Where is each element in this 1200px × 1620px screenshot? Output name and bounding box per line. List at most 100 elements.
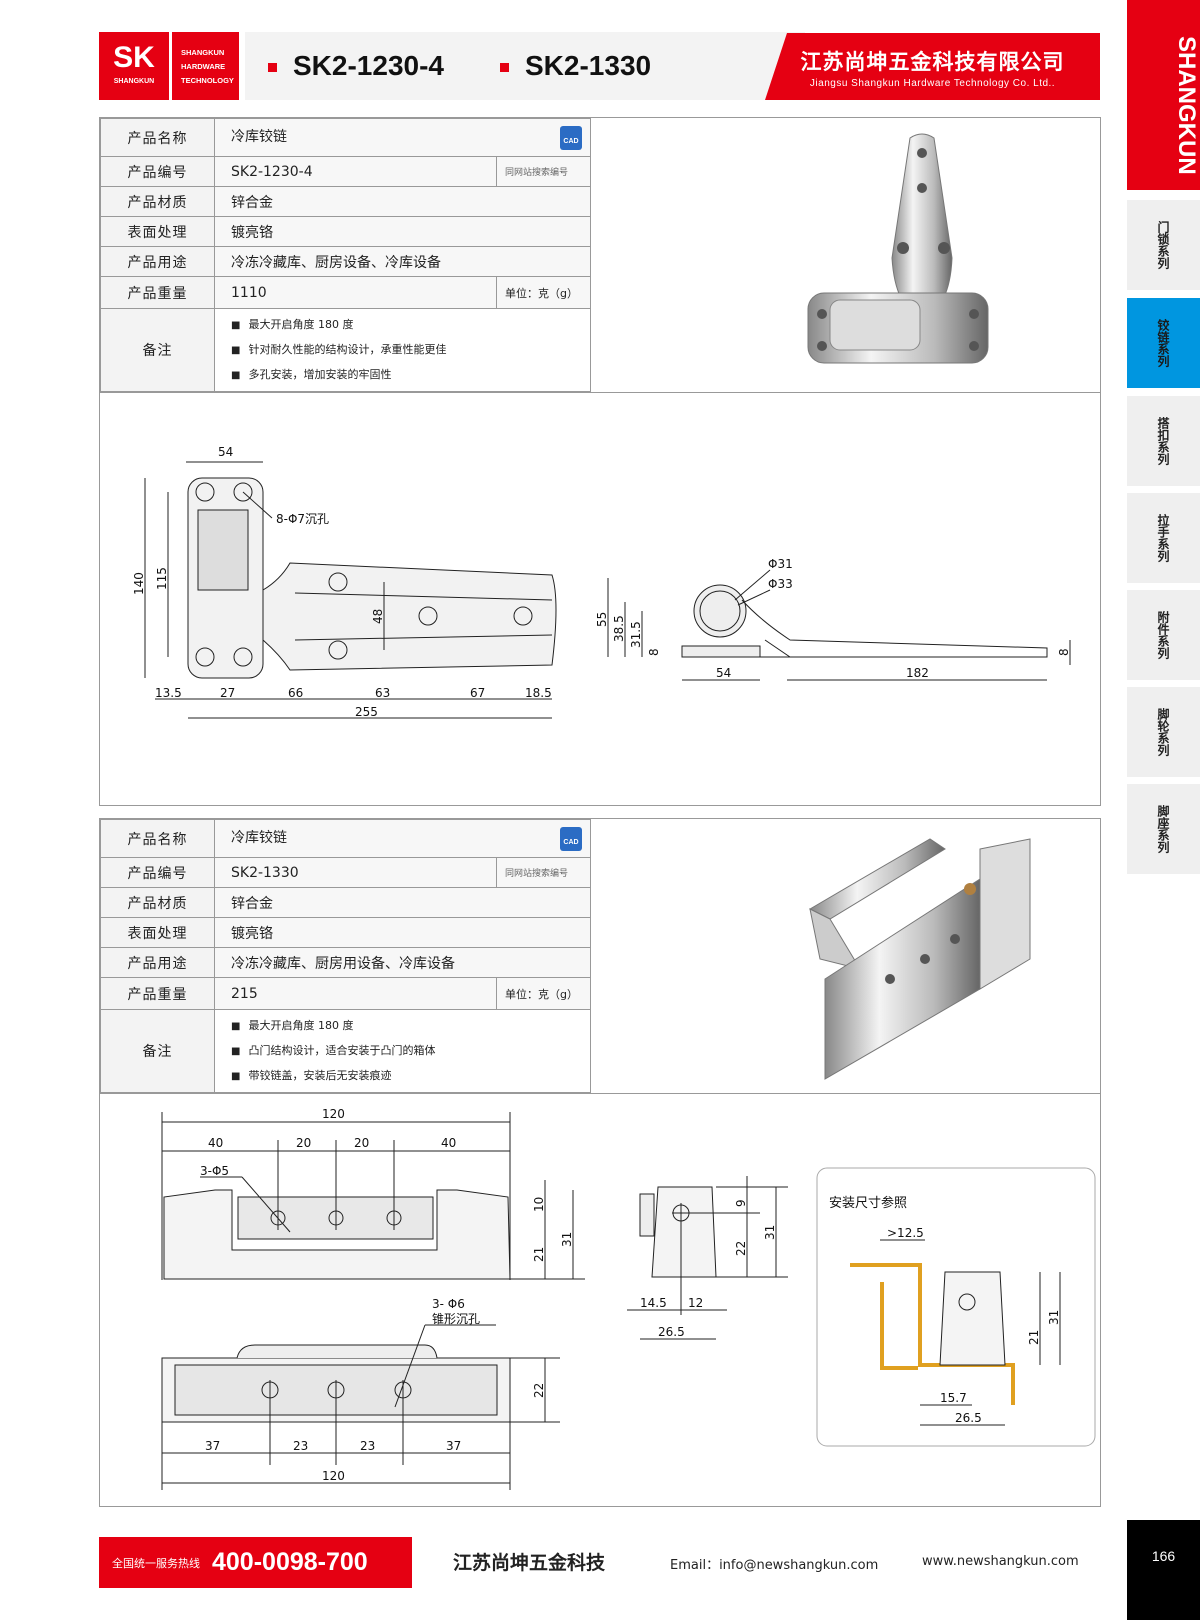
dim-label: 22 [532,1383,546,1398]
sidebar-item-casters[interactable]: 脚轮系列 [1127,687,1200,777]
weight-unit: 单位：克（g） [496,977,591,1010]
dim-label: 255 [355,705,378,719]
note: 带铰链盖，安装后无安装痕迹 [231,1064,574,1089]
dim-label: 40 [441,1136,456,1150]
product-photo-1 [807,133,989,364]
dim-label: >12.5 [887,1226,924,1240]
sidebar-item-locks[interactable]: 门锁系列 [1127,200,1200,290]
dim-label: 18.5 [525,686,552,700]
dim-label: 37 [205,1439,220,1453]
dim-label: 21 [1027,1330,1041,1345]
dim-label: 48 [371,609,385,624]
install-title: 安装尺寸参照 [829,1195,907,1211]
hotline-number[interactable]: 400-0098-700 [212,1548,368,1576]
product-photo-2 [808,838,1031,1080]
dim-label: 12 [688,1296,703,1310]
dim-label: 37 [446,1439,461,1453]
dim-label: 3- Φ6 [432,1297,465,1311]
note: 多孔安装，增加安装的牢固性 [231,363,574,388]
sidebar-item-handles[interactable]: 拉手系列 [1127,493,1200,583]
dim-label: 120 [322,1107,345,1121]
technical-drawing-2: 120 40 20 20 40 3-Φ5 10 21 31 3- Φ6 锥形沉孔… [161,1107,1096,1490]
dim-label: 20 [354,1136,369,1150]
dim-label: 9 [734,1199,748,1207]
label-finish: 表面处理 [100,216,215,247]
dim-label: 55 [595,612,609,627]
value-usage: 冷冻冷藏库、厨房设备、冷库设备 [214,246,591,277]
dim-label: 8 [647,648,661,656]
note: 针对耐久性能的结构设计，承重性能更佳 [231,338,574,363]
dim-label: 21 [532,1247,546,1262]
label-material: 产品材质 [100,887,215,918]
divider [100,392,1100,393]
dim-label: 31 [560,1232,574,1247]
sidebar-item-hinges[interactable]: 铰链系列 [1127,298,1200,388]
label-notes: 备注 [100,308,215,392]
label-code: 产品编号 [100,156,215,187]
dim-label: 23 [293,1439,308,1453]
sidebar-item-accessories[interactable]: 附件系列 [1127,590,1200,680]
dim-label: 26.5 [658,1325,685,1339]
dim-label: 31 [1047,1310,1061,1325]
dim-label: 27 [220,686,235,700]
sidebar-item-hasps[interactable]: 搭扣系列 [1127,396,1200,486]
note: 最大开启角度 180 度 [231,313,574,338]
hotline-box: 全国统一服务热线 400-0098-700 [99,1537,412,1588]
sidebar-item-feet[interactable]: 脚座系列 [1127,784,1200,874]
dim-label: 10 [532,1197,546,1212]
note: 凸门结构设计，适合安装于凸门的箱体 [231,1039,574,1064]
dim-label: Φ31 [768,557,793,571]
label-notes: 备注 [100,1009,215,1093]
dim-label: 锥形沉孔 [432,1312,480,1326]
label-material: 产品材质 [100,186,215,217]
dim-label: 23 [360,1439,375,1453]
label-name: 产品名称 [100,819,215,858]
dim-label: 15.7 [940,1391,967,1405]
note: 最大开启角度 180 度 [231,1014,574,1039]
value-material: 锌合金 [214,186,591,217]
dim-label: 54 [218,445,233,459]
brand-tab: SHANGKUN [1127,0,1200,190]
value-code: SK2-1330 [214,857,497,888]
cad-download-icon[interactable]: CAD [560,125,582,150]
dim-label: 40 [208,1136,223,1150]
label-code: 产品编号 [100,857,215,888]
footer-website[interactable]: www.newshangkun.com [922,1554,1079,1569]
value-finish: 镀亮铬 [214,216,591,247]
notes-list: 最大开启角度 180 度针对耐久性能的结构设计，承重性能更佳多孔安装，增加安装的… [214,308,591,392]
dim-label: 8-Φ7沉孔 [276,512,329,526]
label-usage: 产品用途 [100,947,215,978]
technical-drawing-1: 54 140 115 48 8-Φ7沉孔 13.5 27 66 63 67 18… [132,445,1071,719]
footer-email[interactable]: Email：info@newshangkun.com [670,1558,879,1573]
dim-label: 115 [155,567,169,590]
page-number: 166 [1127,1520,1200,1620]
dim-label: 8 [1057,648,1071,656]
label-name: 产品名称 [100,118,215,157]
value-material: 锌合金 [214,887,591,918]
notes-list: 最大开启角度 180 度凸门结构设计，适合安装于凸门的箱体带铰链盖，安装后无安装… [214,1009,591,1093]
hotline-label: 全国统一服务热线 [112,1556,200,1570]
dim-label: 66 [288,686,303,700]
dim-label: 38.5 [612,615,626,642]
cad-download-icon[interactable]: CAD [560,826,582,851]
dim-label: 20 [296,1136,311,1150]
dim-label: 182 [906,666,929,680]
weight-unit: 单位：克（g） [496,276,591,309]
model-title-1: SK2-1230-4 [268,50,444,82]
value-code: SK2-1230-4 [214,156,497,187]
dim-label: 31 [763,1225,777,1240]
label-weight: 产品重量 [100,276,215,309]
dim-label: 140 [132,572,146,595]
dim-label: 120 [322,1469,345,1483]
divider [100,1093,1100,1094]
footer-company: 江苏尚坤五金科技 [453,1552,606,1574]
dim-label: 31.5 [629,621,643,648]
label-usage: 产品用途 [100,246,215,277]
